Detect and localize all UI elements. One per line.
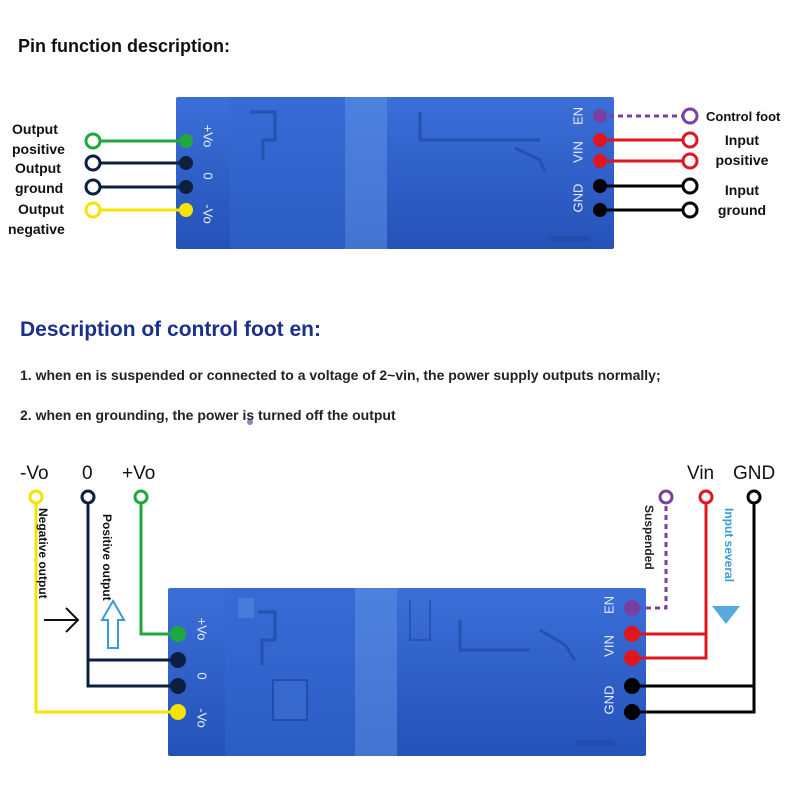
label-input-ground: Input ground <box>717 182 767 218</box>
terminal-control-foot <box>681 107 699 125</box>
label-control-foot: Control foot <box>706 109 781 124</box>
pin-dot-zero-2 <box>179 180 193 194</box>
wire-bottom-vin <box>632 497 708 660</box>
terminal-label-gnd: GND <box>733 463 776 484</box>
terminal-output-positive <box>84 132 102 150</box>
pin-dot-bottom-plus-vo <box>170 626 186 642</box>
vertical-label-suspended: Suspended <box>642 505 656 570</box>
pin-dot-minus-vo <box>179 203 193 217</box>
bottom-board <box>168 588 646 756</box>
pin-dot-gnd-2 <box>593 203 607 217</box>
page-title: Pin function description: <box>18 36 230 56</box>
terminal-bottom-gnd <box>746 489 762 505</box>
pin-dot-en <box>593 109 607 123</box>
terminal-input-positive-2 <box>681 152 699 170</box>
wire-bottom-suspended <box>632 497 668 610</box>
pin-label-zero-bottom: 0 <box>195 672 210 679</box>
top-board <box>176 97 614 249</box>
label-input-positive: Input positive <box>715 132 769 168</box>
vertical-label-positive-output: Positive output <box>100 514 114 601</box>
pin-label-gnd-top: GND <box>570 184 585 213</box>
up-arrow-icon <box>100 599 126 649</box>
wire-bottom-zero <box>86 497 178 688</box>
pin-label-minus-vo-bottom: -Vo <box>195 708 210 728</box>
terminal-input-ground-1 <box>681 177 699 195</box>
terminal-bottom-minus-vo <box>28 489 44 505</box>
terminal-output-ground-2 <box>84 178 102 196</box>
pin-label-gnd-bottom: GND <box>601 686 616 715</box>
pin-dot-bottom-gnd-1 <box>624 678 640 694</box>
label-output-ground: Output ground <box>15 160 64 196</box>
terminal-label-plus-vo: +Vo <box>122 463 156 484</box>
terminal-output-ground-1 <box>84 154 102 172</box>
terminal-bottom-plus-vo <box>133 489 149 505</box>
down-arrow-icon <box>712 606 740 624</box>
pin-dot-bottom-vin-1 <box>624 626 640 642</box>
pin-dot-plus-vo <box>179 134 193 148</box>
vertical-label-input-several: Input several <box>722 508 736 583</box>
pin-label-zero-top: 0 <box>201 172 216 179</box>
right-arrow-icon <box>44 607 80 633</box>
description-line-1: 1. when en is suspended or connected to … <box>20 367 661 383</box>
pin-label-minus-vo-top: -Vo <box>201 204 216 224</box>
pin-label-plus-vo-top: +Vo <box>201 125 216 148</box>
terminal-output-negative <box>84 201 102 219</box>
terminal-label-vin: Vin <box>687 463 715 484</box>
terminal-bottom-en <box>658 489 674 505</box>
terminal-bottom-zero <box>80 489 96 505</box>
vertical-label-negative-output: Negative output <box>36 508 50 599</box>
pin-label-vin-bottom: VIN <box>601 635 616 657</box>
pin-label-plus-vo-bottom: +Vo <box>195 618 210 641</box>
label-output-negative: Output negative <box>8 201 65 237</box>
terminal-label-zero: 0 <box>82 463 93 484</box>
label-output-positive: Output positive <box>12 121 65 157</box>
terminal-bottom-vin <box>698 489 714 505</box>
pin-dot-bottom-en <box>624 600 640 616</box>
pin-dot-bottom-vin-2 <box>624 650 640 666</box>
wire-bottom-negative <box>34 497 178 714</box>
pin-dot-bottom-minus-vo <box>170 704 186 720</box>
top-board-divider <box>345 97 387 249</box>
pin-dot-bottom-gnd-2 <box>624 704 640 720</box>
pin-dot-bottom-zero-1 <box>170 652 186 668</box>
pin-dot-vin-2 <box>593 154 607 168</box>
pin-dot-vin-1 <box>593 133 607 147</box>
terminal-input-positive-1 <box>681 131 699 149</box>
wire-bottom-positive <box>139 497 178 636</box>
pin-dot-bottom-zero-2 <box>170 678 186 694</box>
pin-label-en-bottom: EN <box>601 596 616 614</box>
pin-label-vin-top: VIN <box>570 141 585 163</box>
control-foot-heading: Description of control foot en: <box>20 318 321 341</box>
wire-bottom-gnd <box>632 497 756 714</box>
description-line-2: 2. when en grounding, the power is turne… <box>20 407 396 423</box>
terminal-input-ground-2 <box>681 201 699 219</box>
pin-dot-gnd-1 <box>593 179 607 193</box>
terminal-label-minus-vo: -Vo <box>20 463 49 484</box>
pin-dot-zero-1 <box>179 156 193 170</box>
pin-label-en-top: EN <box>570 107 585 125</box>
bottom-board-divider <box>355 588 397 756</box>
